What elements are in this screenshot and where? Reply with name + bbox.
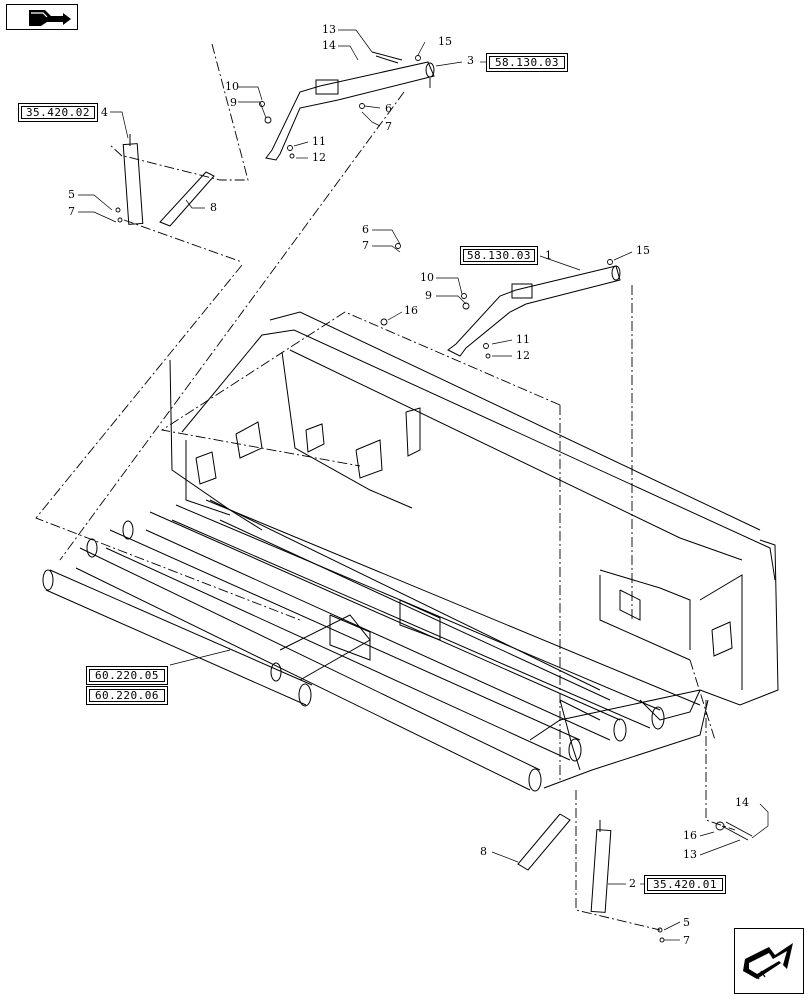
callout-8: 8	[210, 201, 217, 214]
next-page-arrow-icon[interactable]	[734, 928, 804, 994]
callout-6: 6	[385, 102, 392, 115]
callout-10: 10	[420, 271, 434, 284]
book-arrow-icon[interactable]	[6, 4, 78, 30]
callout-9: 9	[230, 96, 237, 109]
callout-14: 14	[322, 39, 336, 52]
callout-3: 3	[467, 54, 474, 67]
callout-15: 15	[438, 35, 452, 48]
ref-box-60-220-06[interactable]: 60.220.06	[86, 686, 168, 705]
ref-box-60-220-05[interactable]: 60.220.05	[86, 666, 168, 685]
callout-7: 7	[362, 239, 369, 252]
callout-13: 13	[322, 23, 336, 36]
callout-4: 4	[101, 106, 108, 119]
callout-2: 2	[629, 877, 636, 890]
callout-5: 5	[68, 188, 75, 201]
lift-arm-1	[447, 265, 621, 357]
callout-12: 12	[312, 151, 326, 164]
callout-5: 5	[683, 916, 690, 929]
hydraulic-cylinder-2	[590, 820, 612, 913]
callout-9: 9	[425, 289, 432, 302]
tube-8-lower	[517, 813, 571, 871]
callout-1: 1	[545, 249, 552, 262]
ref-box-58-130-03-mid[interactable]: 58.130.03	[460, 246, 538, 265]
callout-16: 16	[683, 829, 697, 842]
callout-8: 8	[480, 845, 487, 858]
callout-10: 10	[225, 80, 239, 93]
leaders	[78, 29, 769, 941]
callout-15: 15	[636, 244, 650, 257]
callout-11: 11	[516, 333, 530, 346]
tube-8-upper	[159, 171, 215, 227]
callout-7: 7	[683, 934, 690, 947]
rollers	[42, 499, 701, 792]
callout-16: 16	[404, 304, 418, 317]
callout-13: 13	[683, 848, 697, 861]
callout-7: 7	[385, 120, 392, 133]
ref-box-35-420-02[interactable]: 35.420.02	[18, 103, 98, 122]
ref-box-35-420-01[interactable]: 35.420.01	[644, 875, 726, 894]
callout-14: 14	[735, 796, 749, 809]
callout-11: 11	[312, 135, 326, 148]
assembly-lines	[35, 43, 736, 931]
callout-12: 12	[516, 349, 530, 362]
callout-6: 6	[362, 223, 369, 236]
hydraulic-cylinder-4	[122, 134, 144, 225]
callout-7: 7	[68, 205, 75, 218]
lift-arm-3	[265, 51, 435, 161]
hardware	[115, 55, 753, 943]
ref-box-58-130-03-top[interactable]: 58.130.03	[486, 53, 568, 72]
header-frame	[169, 311, 779, 789]
